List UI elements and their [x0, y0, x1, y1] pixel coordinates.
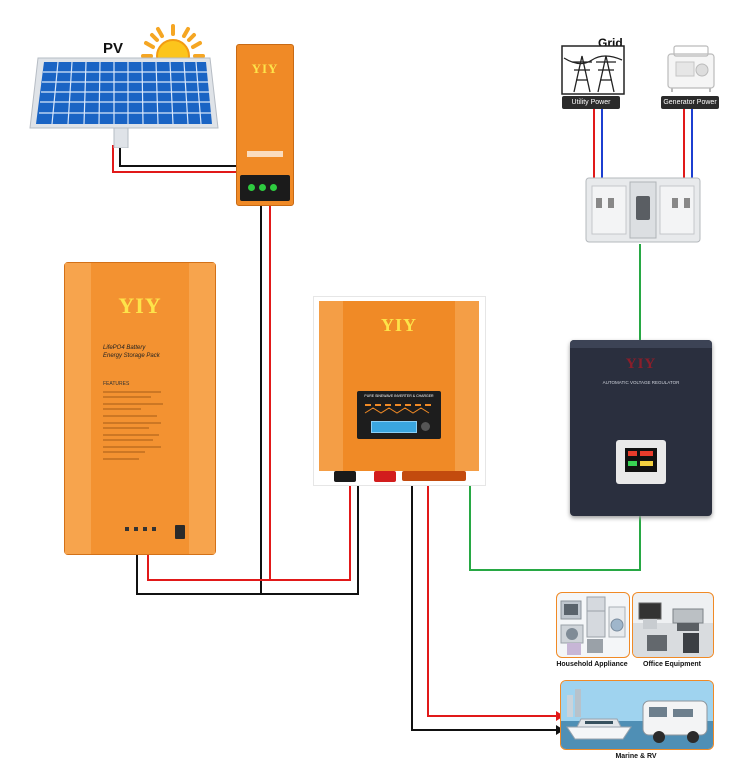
- battery-indicators: [125, 525, 167, 535]
- pv-wire-red: [112, 145, 238, 173]
- ac-out-wire-red: [427, 484, 556, 717]
- appliance-icon: [560, 596, 626, 655]
- pv-wire-black: [119, 145, 238, 167]
- controller-label-plate: [247, 151, 283, 157]
- battery-brand: YIY: [118, 293, 162, 318]
- battery-switch: [175, 525, 185, 539]
- household-appliance-label: Household Appliance: [556, 661, 628, 668]
- battery-feature-lines: [103, 391, 163, 460]
- battery-wire-red: [147, 484, 351, 581]
- inverter-terminal-red: [374, 471, 396, 482]
- inverter-display-panel: PURE SINEWAVE INVERTER & CHARGER: [357, 391, 441, 439]
- boat-rv-icon: [561, 681, 713, 749]
- transfer-switch: [585, 177, 701, 243]
- battery-features-heading: FEATURES: [103, 381, 130, 387]
- voltage-regulator: YIY AUTOMATIC VOLTAGE REGULATOR: [570, 340, 712, 516]
- office-equipment-image: [632, 592, 714, 658]
- household-appliance-image: [556, 592, 630, 658]
- marine-rv-label: Marine & RV: [615, 753, 657, 760]
- battery-title-line2: Energy Storage Pack: [103, 353, 160, 359]
- inverter-led-row: [364, 404, 431, 414]
- regulator-subtitle: AUTOMATIC VOLTAGE REGULATOR: [602, 380, 680, 385]
- controller-brand: YIY: [251, 61, 279, 76]
- regulator-display: [616, 440, 666, 484]
- inverter-ac-terminal: [402, 471, 466, 481]
- generator-icon: [667, 45, 715, 92]
- lifepo4-battery: YIY LifePO4 Battery Energy Storage Pack …: [64, 262, 216, 555]
- ac-out-wire-black: [411, 484, 556, 731]
- generator-power-label: Generator Power: [661, 96, 719, 109]
- battery-wire-black: [136, 484, 359, 595]
- grid-tower-icon: [561, 45, 625, 95]
- battery-title-line1: LifePO4 Battery: [103, 345, 146, 351]
- regulator-brand: YIY: [625, 356, 657, 372]
- inverter-charger: YIY PURE SINEWAVE INVERTER & CHARGER: [319, 301, 479, 471]
- controller-panel: [240, 175, 290, 201]
- inverter-lcd: [371, 421, 417, 433]
- pv-label: PV: [103, 40, 124, 57]
- office-equipment-label: Office Equipment: [643, 661, 701, 668]
- marine-rv-image: [560, 680, 714, 750]
- charge-controller: YIY: [236, 44, 294, 206]
- utility-power-label: Utility Power: [562, 96, 620, 109]
- inverter-panel-title: PURE SINEWAVE INVERTER & CHARGER: [364, 394, 434, 398]
- inverter-brand: YIY: [380, 315, 417, 335]
- office-icon: [633, 602, 713, 657]
- solar-panel: [29, 57, 219, 148]
- ac-in-wire-green: [469, 484, 641, 571]
- inverter-terminal-black: [334, 471, 356, 482]
